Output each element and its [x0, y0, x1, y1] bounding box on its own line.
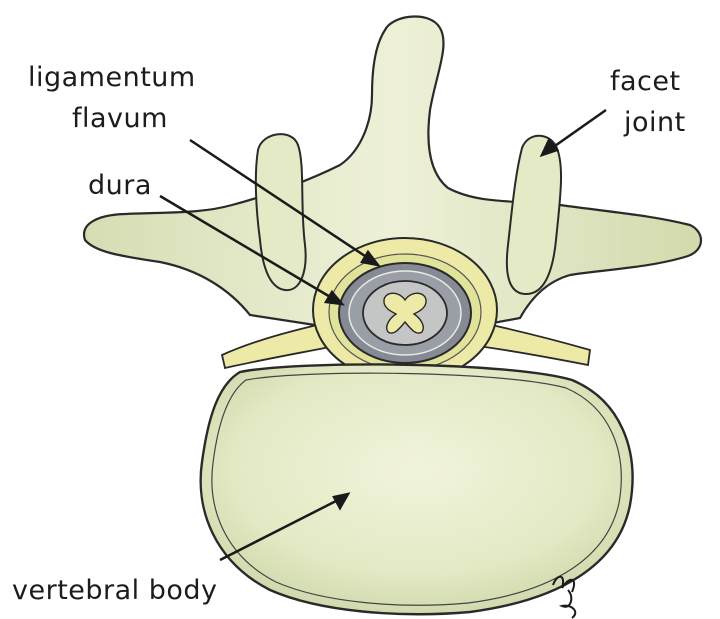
ligamentum-flavum-label-line2: flavum — [72, 103, 168, 135]
facet-joint-label-line1: facet — [610, 66, 681, 98]
ligamentum-flavum-label-line1: ligamentum — [28, 62, 196, 94]
facet-joint-label-line2: joint — [624, 107, 686, 139]
vertebral-body-label: vertebral body — [12, 575, 218, 607]
dura-label: dura — [88, 170, 152, 202]
